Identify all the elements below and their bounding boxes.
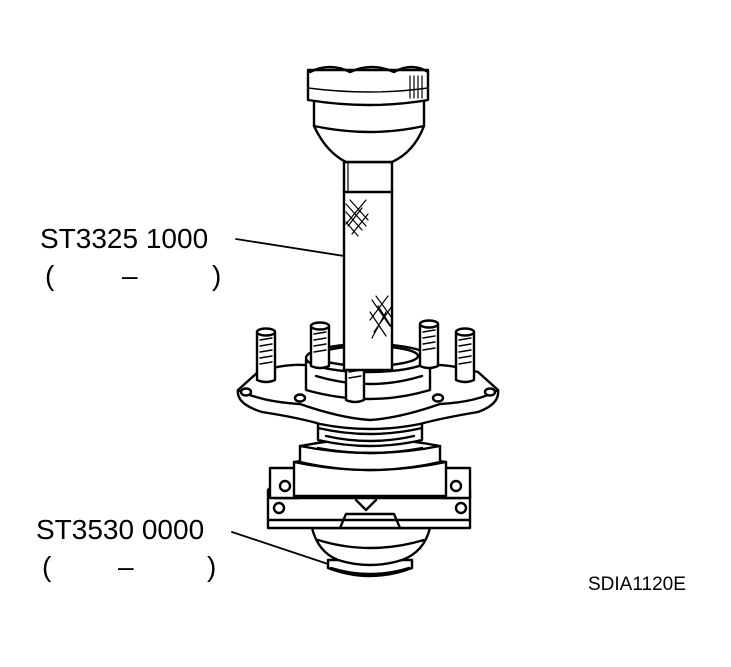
leader-line-upper [235,238,345,257]
wheel-stud [255,327,277,384]
lower-tool-base [310,526,432,578]
knuckle-housing [266,437,472,530]
wheel-studs [255,319,476,404]
upper-tool-close-paren: ) [212,260,222,291]
figure-code: SDIA1120E [588,574,686,595]
upper-tool-part-number: ST3325 1000 [40,223,209,254]
upper-tool-dash: – [122,260,138,291]
upper-drift-tool [306,65,430,372]
upper-tool-open-paren: ( [45,260,55,291]
lower-tool-close-paren: ) [207,551,217,582]
lower-tool-open-paren: ( [42,551,52,582]
wheel-stud [418,319,440,370]
lower-tool-dash: – [118,551,134,582]
lower-tool-part-number: ST3530 0000 [36,514,205,545]
wheel-stud [309,321,331,370]
wheel-stud [454,327,476,384]
leader-line-lower [231,531,329,565]
